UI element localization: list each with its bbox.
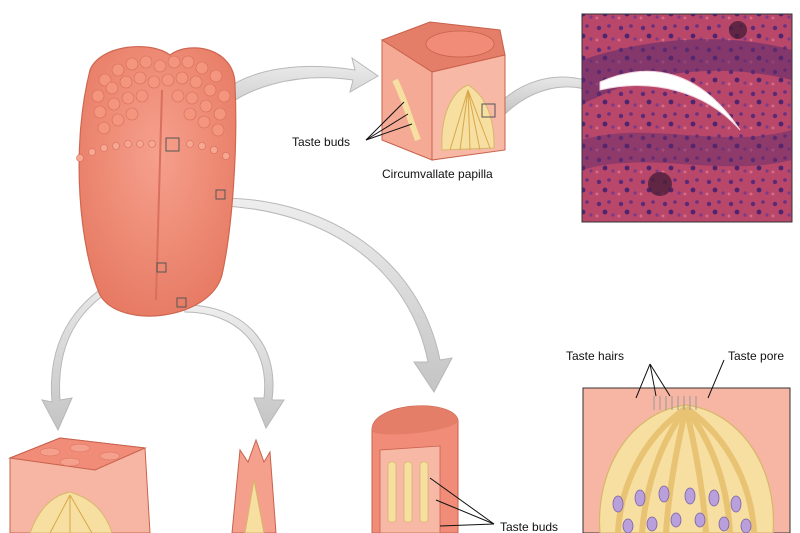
zoom-box-filiform — [176, 297, 187, 308]
taste-hairs-pointers — [635, 363, 671, 399]
zoom-box-fungiform — [156, 262, 167, 273]
circumvallate-papilla-label: Circumvallate papilla — [382, 167, 493, 181]
arrow-to-circumvallate — [199, 56, 379, 123]
taste-buds-top-pointers — [365, 101, 413, 141]
zoom-box-micrograph — [481, 103, 496, 118]
zoom-box-foliate — [215, 189, 226, 200]
taste-buds-top-label: Taste buds — [292, 135, 350, 149]
fungiform-papilla — [8, 437, 151, 533]
taste-buds-bottom-pointers — [429, 477, 495, 527]
filiform-papilla — [231, 438, 277, 533]
arrow-to-foliate — [224, 197, 453, 393]
taste-hairs — [653, 396, 697, 410]
tongue-papillae-bumps — [91, 55, 231, 137]
taste-hairs-label: Taste hairs — [566, 349, 624, 363]
foliate-papilla — [371, 405, 495, 533]
zoom-box-circumvallate — [165, 137, 180, 152]
circumvallate-row — [76, 140, 230, 162]
taste-bud-detail — [582, 359, 791, 533]
micrograph — [581, 13, 793, 223]
taste-buds-bottom-label: Taste buds — [500, 520, 558, 533]
tongue — [76, 45, 237, 317]
taste-pore-pointer — [707, 359, 725, 399]
arrow-to-filiform — [184, 304, 285, 430]
taste-pore-label: Taste pore — [728, 349, 784, 363]
tongue-median-groove — [155, 89, 163, 301]
circumvallate-block — [365, 21, 506, 161]
